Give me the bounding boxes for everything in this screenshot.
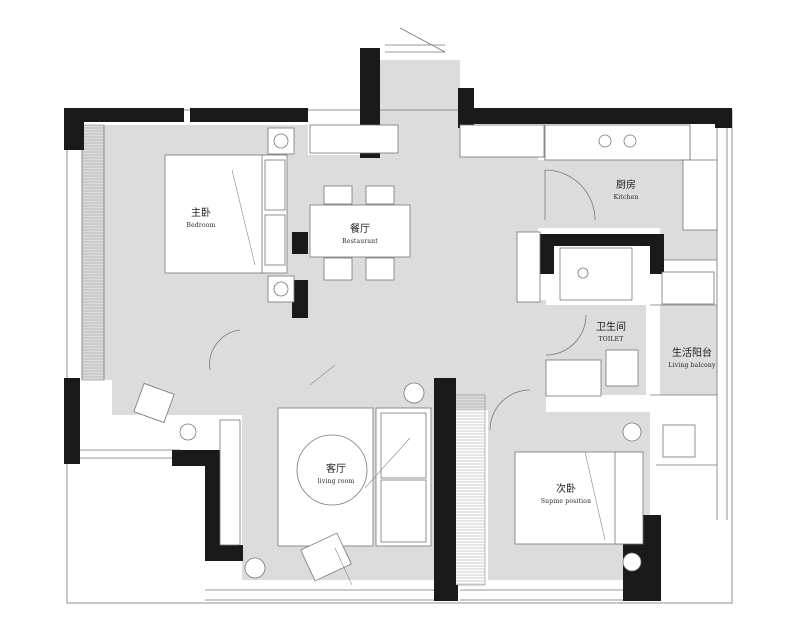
wall-sw-c (205, 545, 243, 561)
wall-top-1 (84, 108, 184, 122)
label-bathroom: 卫生间 TOILET (596, 323, 626, 343)
lamp (403, 382, 425, 404)
wall-bath-right (650, 234, 664, 274)
master-bedroom-zh: 主卧 (190, 208, 211, 219)
accent-lines (231, 169, 606, 586)
master-bedroom-en: Bedroom (186, 222, 216, 229)
label-living: 客厅 living room (318, 465, 355, 485)
tv-console (219, 419, 241, 546)
balcony-sink (662, 424, 696, 458)
walls (64, 48, 732, 601)
fridge (516, 231, 541, 303)
wall-e-top (715, 108, 732, 128)
living-zh: 客厅 (326, 464, 346, 475)
label-second-bedroom: 次卧 Supine position (541, 485, 591, 505)
label-balcony: 生活阳台 Living balcony (668, 349, 715, 369)
wall-bed-stub (292, 232, 308, 254)
washer (661, 271, 715, 305)
armchair-top (133, 382, 175, 424)
wall-w-mid (64, 378, 80, 464)
floor-kitchen-path (515, 160, 683, 228)
balcony-zh: 生活阳台 (671, 348, 712, 359)
washbasin (545, 359, 602, 397)
entry-cabinet (459, 124, 545, 158)
label-dining: 餐厅 Restaurant (342, 225, 378, 245)
toilet (605, 349, 639, 387)
balcony-en: Living balcony (668, 362, 716, 369)
door-swings (209, 27, 596, 431)
wall-bath-left (540, 234, 554, 274)
dining-zh: 餐厅 (349, 224, 370, 235)
master-bed (164, 154, 266, 274)
wall-bed-stub2 (292, 280, 308, 318)
furniture (133, 124, 718, 582)
kitchen-zh: 厨房 (615, 180, 636, 191)
wall-top-right (460, 108, 732, 124)
bathroom-en: TOILET (598, 336, 624, 343)
bathroom-zh: 卫生间 (596, 322, 626, 333)
wall-w-top (64, 108, 84, 150)
second-bed (514, 451, 622, 545)
wall-sw-b (205, 450, 221, 560)
living-en: living room (317, 478, 355, 485)
rug (296, 434, 368, 506)
sideboard (309, 124, 399, 154)
second-bedroom-zh: 次卧 (555, 484, 576, 495)
wall-living-bed2 (434, 378, 454, 404)
floor-bedroom-window (82, 125, 112, 380)
armchair-bottom (300, 532, 352, 582)
dining-table (309, 204, 411, 258)
floor-hall-strip (488, 300, 546, 412)
floor-balcony (660, 305, 717, 395)
wall-living-bed (434, 378, 456, 600)
wall-bath-top (540, 234, 664, 246)
hatch-lines (82, 127, 485, 585)
wall-bottom-mid (434, 585, 458, 601)
wall-se2 (646, 515, 661, 585)
dining-en: Restaurant (342, 238, 378, 245)
label-master-bedroom: 主卧 Bedroom (187, 209, 216, 229)
second-bedroom-en: Supine position (540, 498, 592, 505)
kitchen-counter (544, 124, 691, 161)
shower (559, 247, 633, 301)
kitchen-side-counter (682, 159, 718, 231)
label-kitchen: 厨房 Kitchen (614, 181, 639, 201)
kitchen-en: Kitchen (613, 194, 639, 201)
wall-top-2 (190, 108, 308, 122)
